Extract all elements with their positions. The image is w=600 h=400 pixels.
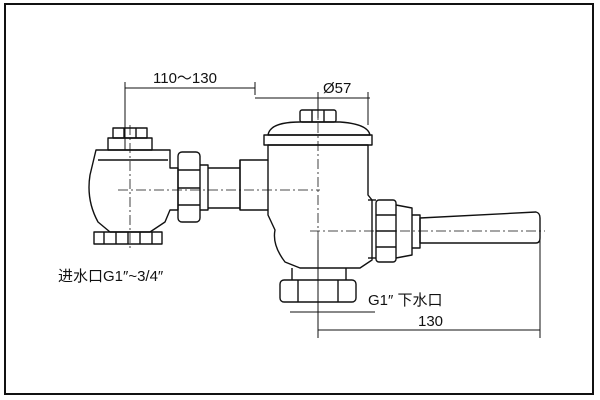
drawing-border — [4, 3, 594, 395]
dimension-diameter-label: Ø57 — [323, 80, 352, 97]
union-nut-left — [177, 151, 209, 223]
outlet-label: G1″ 下水口 — [368, 292, 443, 309]
inlet-pipe — [208, 167, 240, 209]
inlet-connector — [88, 127, 179, 245]
valve-body — [239, 109, 373, 303]
dimension-bottom — [290, 240, 541, 338]
center-lines — [118, 105, 545, 305]
dimension-top-label: 110～130 — [153, 70, 217, 87]
inlet-label: 进水口G1″~3/4″ — [58, 268, 164, 285]
dimension-bottom-label: 130 — [418, 313, 444, 330]
